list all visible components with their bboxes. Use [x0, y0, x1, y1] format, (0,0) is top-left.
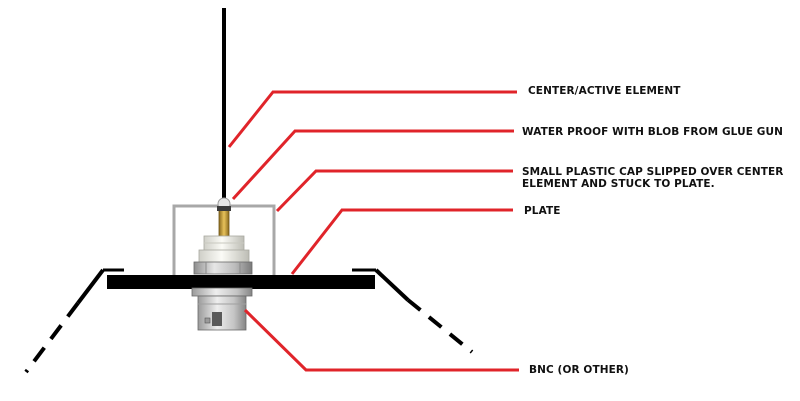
- leader-water-proof: [231, 129, 514, 201]
- gold-pin: [218, 207, 230, 239]
- bnc-bayonet-pin: [204, 317, 211, 324]
- label-plastic-cap-line1: SMALL PLASTIC CAP SLIPPED OVER CENTER: [522, 166, 784, 178]
- pin-tip: [217, 206, 231, 211]
- leader-bnc: [243, 308, 519, 372]
- leader-center-element: [227, 90, 517, 148]
- leader-plastic-cap: [275, 169, 513, 213]
- radial-left: [24, 268, 105, 374]
- bnc-slot: [212, 312, 222, 326]
- label-bnc: BNC (OR OTHER): [529, 364, 629, 376]
- label-center-element: CENTER/ACTIVE ELEMENT: [528, 85, 681, 97]
- label-plastic-cap-line2: ELEMENT AND STUCK TO PLATE.: [522, 178, 715, 190]
- plate: [107, 275, 375, 289]
- leader-plate: [290, 208, 513, 275]
- radial-right: [374, 268, 474, 354]
- label-plate: PLATE: [524, 205, 561, 217]
- label-plastic-cap: SMALL PLASTIC CAP SLIPPED OVER CENTER EL…: [522, 166, 783, 190]
- hex-nut: [193, 261, 253, 275]
- bnc-flange: [191, 287, 253, 297]
- label-water-proof: WATER PROOF WITH BLOB FROM GLUE GUN: [522, 126, 783, 138]
